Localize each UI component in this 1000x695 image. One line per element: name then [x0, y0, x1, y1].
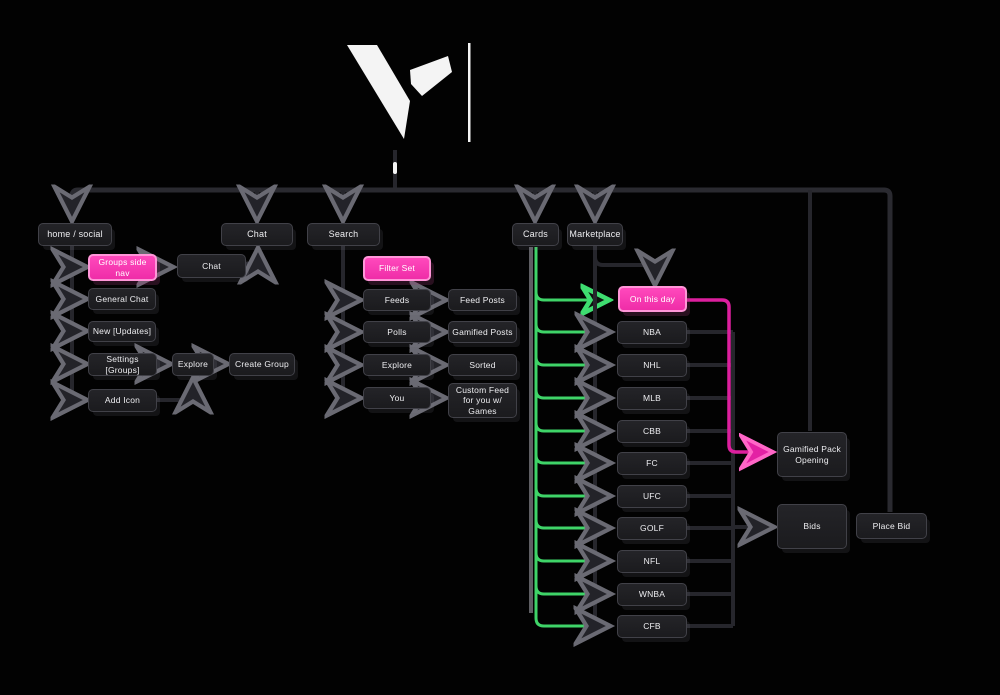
node-on-this-day[interactable]: On this day: [618, 286, 687, 312]
node-nhl[interactable]: NHL: [617, 354, 687, 377]
node-new-updates[interactable]: New [Updates]: [88, 321, 156, 342]
node-cards[interactable]: Cards: [512, 223, 559, 246]
node-ufc[interactable]: UFC: [617, 485, 687, 508]
node-groups-side-nav[interactable]: Groups side nav: [88, 254, 157, 281]
node-cfb[interactable]: CFB: [617, 615, 687, 638]
node-fc[interactable]: FC: [617, 452, 687, 475]
node-add-icon[interactable]: Add Icon: [88, 389, 157, 412]
node-gamified-posts[interactable]: Gamified Posts: [448, 321, 517, 343]
logo-divider: [468, 43, 471, 142]
node-you[interactable]: You: [363, 387, 431, 409]
node-search[interactable]: Search: [307, 223, 380, 246]
node-cbb[interactable]: CBB: [617, 420, 687, 443]
connector-on-this-day-pink: [687, 298, 768, 452]
node-create-group[interactable]: Create Group: [229, 353, 295, 376]
node-wnba[interactable]: WNBA: [617, 583, 687, 606]
node-place-bid[interactable]: Place Bid: [856, 513, 927, 539]
node-general-chat[interactable]: General Chat: [88, 288, 156, 310]
node-nfl[interactable]: NFL: [617, 550, 687, 573]
node-polls[interactable]: Polls: [363, 321, 431, 343]
node-mlb[interactable]: MLB: [617, 387, 687, 410]
connector-home-social: [72, 246, 258, 400]
node-chat-sub[interactable]: Chat: [177, 254, 246, 278]
logo-stem-tick: [393, 162, 397, 174]
node-feeds[interactable]: Feeds: [363, 289, 431, 311]
node-feed-posts[interactable]: Feed Posts: [448, 289, 517, 311]
node-home-social[interactable]: home / social: [38, 223, 112, 246]
node-explore[interactable]: Explore: [172, 353, 214, 376]
brand-logo-icon: [347, 43, 471, 142]
node-marketplace[interactable]: Marketplace: [567, 223, 623, 246]
node-golf[interactable]: GOLF: [617, 517, 687, 540]
node-sorted[interactable]: Sorted: [448, 354, 517, 376]
node-custom-feed[interactable]: Custom Feed for you w/ Games: [448, 383, 517, 418]
connector-trunk: [72, 150, 893, 512]
node-bids[interactable]: Bids: [777, 504, 847, 549]
node-nba[interactable]: NBA: [617, 321, 687, 344]
connector-marketplace-rail: [595, 246, 655, 626]
node-explore-search[interactable]: Explore: [363, 354, 431, 376]
connector-cards-rail: [529, 247, 605, 628]
connector-collector: [687, 330, 769, 628]
node-settings-groups[interactable]: Settings [Groups]: [88, 353, 157, 376]
connector-search: [343, 246, 441, 398]
node-gamified-pack-opening[interactable]: Gamified Pack Opening: [777, 432, 847, 477]
node-filter-set[interactable]: Filter Set: [363, 256, 431, 281]
node-chat[interactable]: Chat: [221, 223, 293, 246]
